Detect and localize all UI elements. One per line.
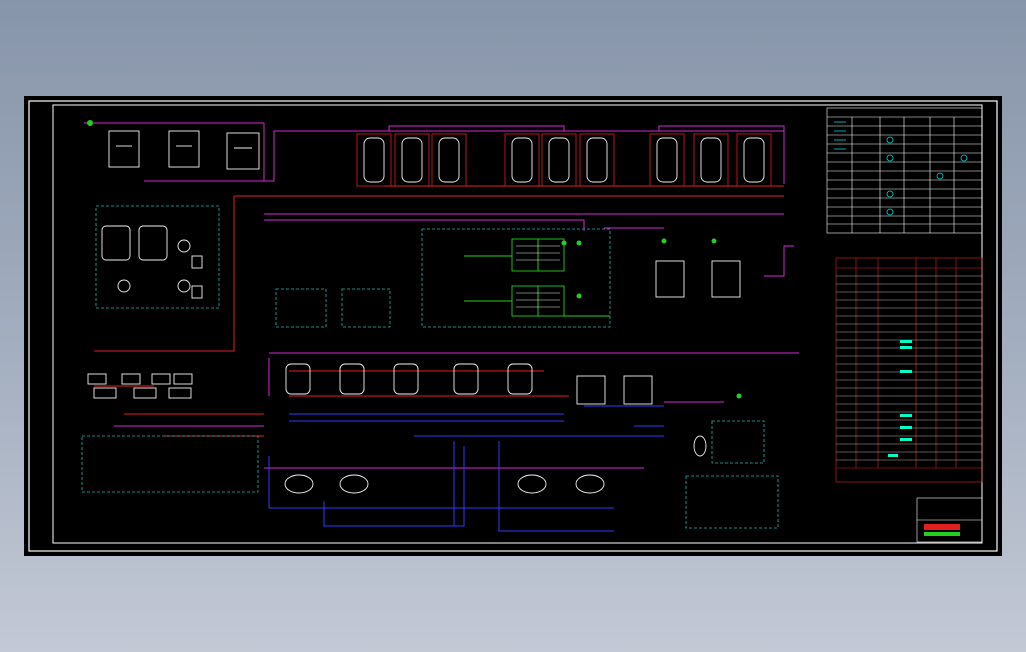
filter-frames	[356, 133, 772, 187]
membrane-units	[464, 238, 610, 317]
legend-symbols	[834, 121, 968, 216]
equipment-table	[835, 257, 983, 483]
process-piping	[84, 122, 799, 469]
outer-border	[28, 100, 998, 552]
return-piping	[268, 405, 664, 532]
equipment-table-highlights	[888, 340, 912, 457]
middle-vessels	[285, 363, 533, 395]
membrane-internals	[516, 245, 560, 308]
mixing-tanks	[101, 225, 203, 299]
pump-row	[87, 373, 193, 399]
process-flow-drawing	[28, 100, 998, 552]
title-stamp	[924, 524, 960, 536]
filter-vessels	[363, 137, 765, 183]
storage-tanks	[108, 130, 260, 170]
title-block	[916, 497, 983, 543]
feed-piping	[94, 185, 784, 437]
process-areas	[81, 205, 779, 529]
buffer-tanks	[576, 260, 741, 405]
cad-viewport[interactable]	[24, 96, 1002, 556]
equipment-table-rows	[836, 275, 982, 461]
legend-table	[826, 107, 983, 234]
bottom-reactors	[284, 435, 707, 494]
valves	[87, 120, 742, 399]
